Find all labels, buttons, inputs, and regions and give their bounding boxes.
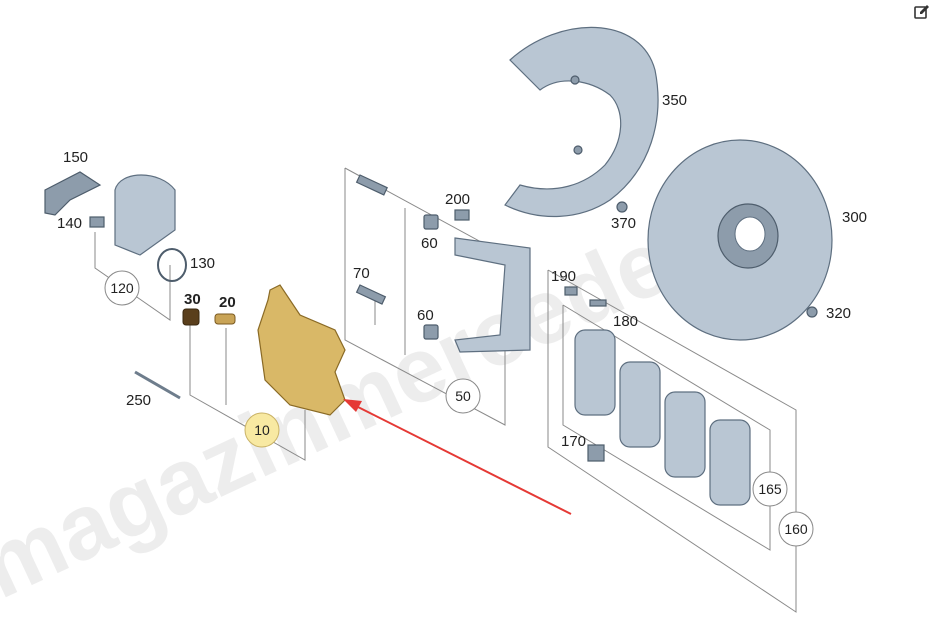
label-20[interactable]: 20: [219, 294, 236, 311]
label-300[interactable]: 300: [842, 209, 867, 226]
caliper-bracket-50: [454, 237, 531, 353]
label-60-bottom[interactable]: 60: [417, 307, 434, 324]
label-165: 165: [758, 481, 782, 497]
label-130[interactable]: 130: [190, 255, 215, 272]
callout-50[interactable]: 50: [445, 378, 481, 414]
label-160: 160: [784, 521, 808, 537]
label-200[interactable]: 200: [445, 191, 470, 208]
label-10: 10: [254, 422, 270, 438]
label-60-top[interactable]: 60: [421, 235, 438, 252]
label-370[interactable]: 370: [611, 215, 636, 232]
edit-button[interactable]: [914, 4, 930, 20]
label-250[interactable]: 250: [126, 392, 151, 409]
label-320[interactable]: 320: [826, 305, 851, 322]
label-350[interactable]: 350: [662, 92, 687, 109]
label-70[interactable]: 70: [353, 265, 370, 282]
label-180[interactable]: 180: [613, 313, 638, 330]
brake-disc-300: [647, 139, 833, 341]
label-190[interactable]: 190: [551, 268, 576, 285]
label-140[interactable]: 140: [57, 215, 82, 232]
callout-165[interactable]: 165: [752, 471, 788, 507]
callout-160[interactable]: 160: [778, 511, 814, 547]
label-50: 50: [455, 388, 471, 404]
label-170[interactable]: 170: [561, 433, 586, 450]
label-150[interactable]: 150: [63, 149, 88, 166]
disc-shield-350: [504, 26, 659, 218]
edit-icon: [914, 5, 929, 19]
label-30[interactable]: 30: [184, 291, 201, 308]
label-120: 120: [110, 280, 134, 296]
parking-actuator-120: [44, 171, 187, 282]
callout-10[interactable]: 10: [244, 412, 280, 448]
callout-120[interactable]: 120: [104, 270, 140, 306]
brake-pads-160: [574, 329, 751, 506]
small-parts: [89, 174, 818, 462]
pointer-arrow: [343, 399, 572, 515]
